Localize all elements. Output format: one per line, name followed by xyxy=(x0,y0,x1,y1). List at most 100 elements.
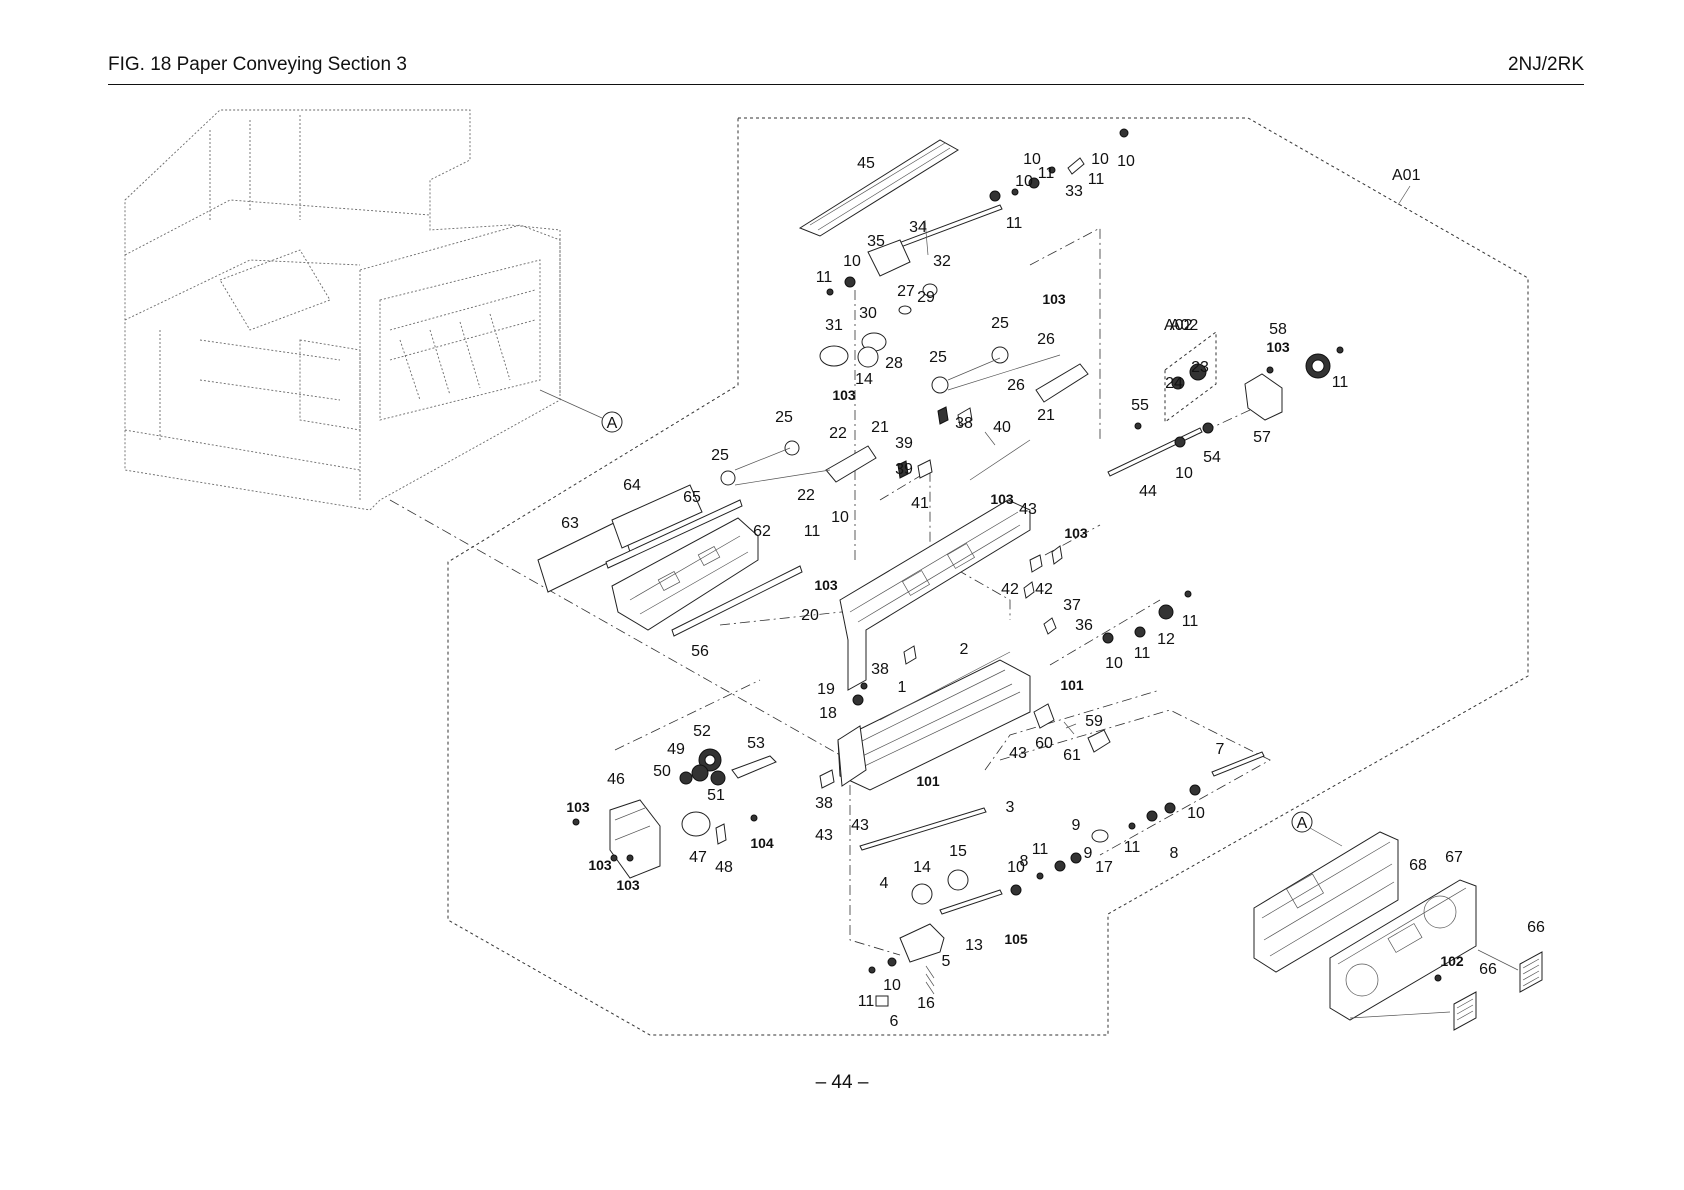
part-label: 13 xyxy=(965,937,983,954)
part-label: 11 xyxy=(858,993,875,1010)
part-label: 10 xyxy=(843,253,861,270)
part-label: 58 xyxy=(1269,321,1287,338)
model-code: 2NJ/2RK xyxy=(1507,54,1584,75)
part-label: 103 xyxy=(1266,339,1290,355)
part-label: 61 xyxy=(1063,747,1081,764)
part-label: 10 xyxy=(1023,151,1041,168)
part-label: 5 xyxy=(942,953,951,970)
part-label: 43 xyxy=(851,817,869,834)
part-56-shape xyxy=(671,565,803,637)
part-47-shape xyxy=(681,811,711,837)
part-label: 10 xyxy=(883,977,901,994)
part-label: 38 xyxy=(871,661,889,678)
part-label: 103 xyxy=(814,577,838,593)
alignment-lines xyxy=(389,227,1271,956)
part-label: 101 xyxy=(916,773,940,789)
part-45-shape xyxy=(798,139,959,237)
part-62-shape xyxy=(611,517,759,631)
part-label: 25 xyxy=(711,447,729,464)
part-53-shape xyxy=(731,755,777,779)
part-label: 33 xyxy=(1065,183,1083,200)
part-label: 10 xyxy=(1091,151,1109,168)
part-60-shape xyxy=(1033,703,1055,729)
part-label: 11 xyxy=(1124,839,1141,856)
part-label: 39 xyxy=(895,461,913,478)
part-label: 16 xyxy=(917,995,935,1012)
part-label: 14 xyxy=(913,859,931,876)
part-label: 22 xyxy=(797,487,815,504)
part-label: 39 xyxy=(895,435,913,452)
page-title: FIG. 18 Paper Conveying Section 3 xyxy=(108,54,407,75)
part-label: 47 xyxy=(689,849,707,866)
part-label: 25 xyxy=(929,349,947,366)
part-68-shape xyxy=(1253,831,1399,973)
assembly-boundary-a02 xyxy=(1164,331,1217,423)
part-66-right-shape xyxy=(1519,951,1543,993)
assembly-label-a02: A02 xyxy=(1164,317,1193,334)
part-label: 68 xyxy=(1409,857,1427,874)
part-6-shape xyxy=(875,995,889,1007)
part-label: 21 xyxy=(1037,407,1055,424)
part-15-shape xyxy=(947,869,969,891)
part-label: 104 xyxy=(750,835,774,851)
part-label: 101 xyxy=(1060,677,1084,693)
part-label: 43 xyxy=(1019,501,1037,518)
callout-circle-a-main xyxy=(601,411,623,433)
part-14-bottom-shape xyxy=(911,883,933,905)
part-label: 66 xyxy=(1479,961,1497,978)
header-rule xyxy=(108,84,1584,85)
part-13-shape xyxy=(939,889,1003,915)
part-label: 10 xyxy=(1007,859,1025,876)
part-label: 45 xyxy=(857,155,875,172)
part-label: 24 xyxy=(1165,375,1183,392)
part-label: 11 xyxy=(1088,171,1105,188)
part-label: 11 xyxy=(1332,374,1349,391)
part-7-shape xyxy=(1211,751,1265,777)
part-label: 11 xyxy=(1038,165,1055,182)
part-12-shape xyxy=(1158,604,1174,620)
part-label: 18 xyxy=(819,705,837,722)
part-67-shape xyxy=(1329,879,1477,1021)
part-17-shape xyxy=(1091,829,1109,843)
part-label: 12 xyxy=(1157,631,1175,648)
part-label: 11 xyxy=(1032,841,1049,858)
part-label: 42 xyxy=(1035,581,1053,598)
part-label: 46 xyxy=(607,771,625,788)
part-label: 2 xyxy=(960,641,969,658)
part-label: 63 xyxy=(561,515,579,532)
part-label: 10 xyxy=(1117,153,1135,170)
part-label: 52 xyxy=(693,723,711,740)
part-label: 43 xyxy=(815,827,833,844)
part-label: 34 xyxy=(909,219,927,236)
part-label: 103 xyxy=(616,877,640,893)
part-label: 11 xyxy=(816,269,833,286)
part-label: 44 xyxy=(1139,483,1157,500)
part-label: 103 xyxy=(566,799,590,815)
part-label: 27 xyxy=(897,283,915,300)
part-49-shape xyxy=(691,764,709,782)
part-label: 38 xyxy=(955,415,973,432)
callout-circle-a-sub xyxy=(1291,811,1313,833)
part-5-shape xyxy=(899,923,945,963)
part-label: 62 xyxy=(753,523,771,540)
part-label: 54 xyxy=(1203,449,1221,466)
part-66-left-shape xyxy=(1453,991,1477,1031)
part-label: 1 xyxy=(898,679,907,696)
part-59-shape xyxy=(1087,729,1111,753)
machine-frame-drawing xyxy=(124,109,561,511)
part-label: 10 xyxy=(1187,805,1205,822)
part-label: 29 xyxy=(917,289,935,306)
part-label: 53 xyxy=(747,735,765,752)
part-label: 50 xyxy=(653,763,671,780)
part-label: 60 xyxy=(1035,735,1053,752)
part-label: 9 xyxy=(1072,817,1081,834)
part-65-shape xyxy=(605,499,743,569)
part-50-shape xyxy=(679,771,693,785)
part-label: 10 xyxy=(1105,655,1123,672)
part-label: 105 xyxy=(1004,931,1028,947)
part-label: 14 xyxy=(855,371,873,388)
part-label: 51 xyxy=(707,787,725,804)
callout-a-sub: A xyxy=(1297,815,1308,832)
part-label: 42 xyxy=(1001,581,1019,598)
